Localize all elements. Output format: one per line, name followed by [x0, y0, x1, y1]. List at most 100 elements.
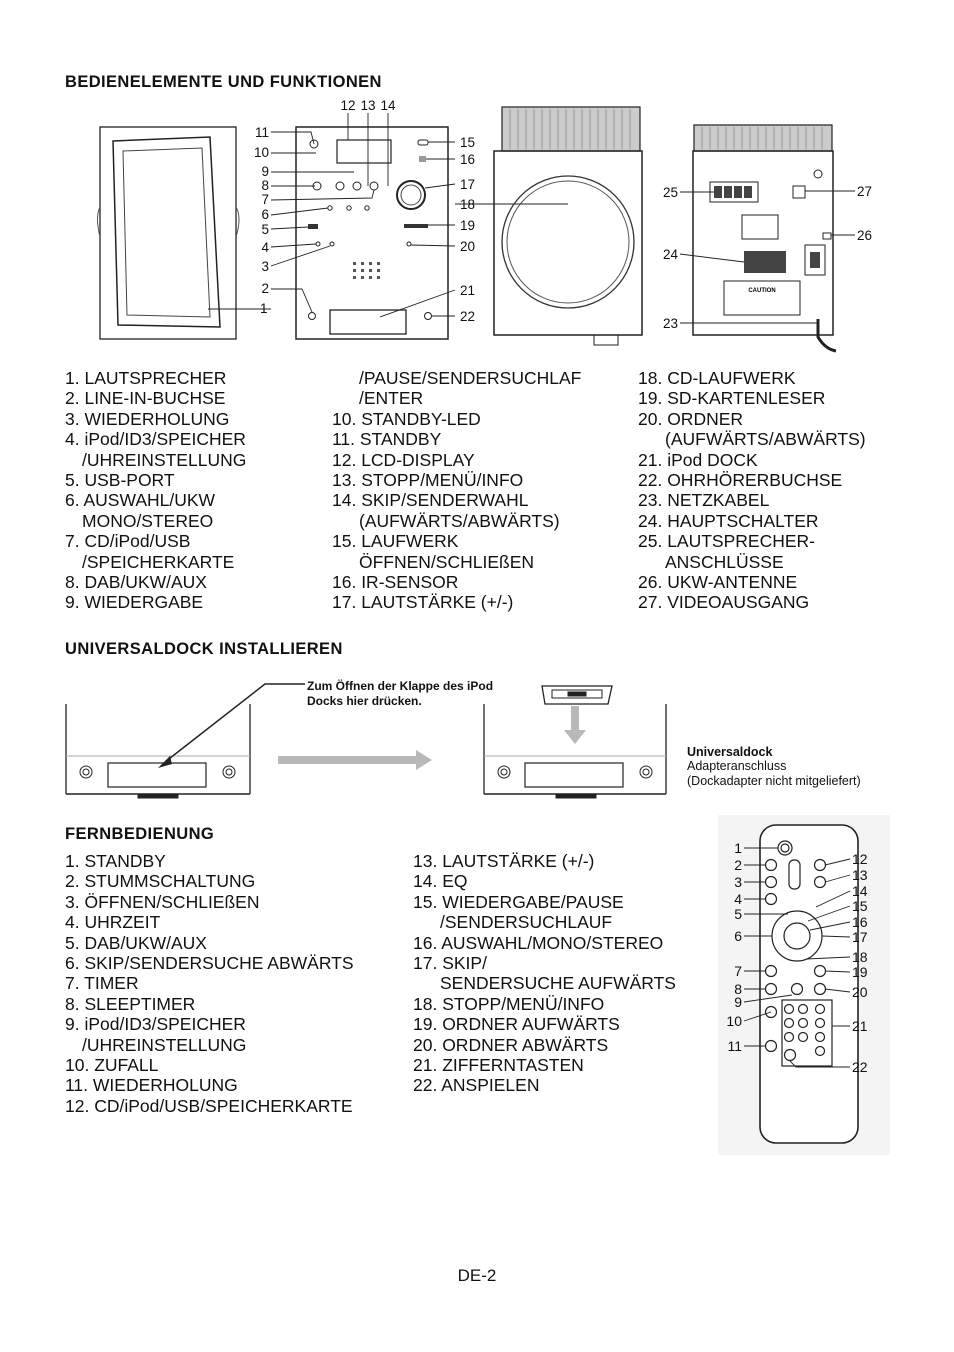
list-item: 17. SKIP/: [413, 953, 487, 974]
section-title-dock: UNIVERSALDOCK INSTALLIEREN: [65, 640, 343, 658]
label-26: 26: [857, 228, 872, 243]
list-item: 3. WIEDERHOLUNG: [65, 408, 230, 429]
list-item: 7. CD/iPod/USB: [65, 531, 191, 552]
list-item: /UHREINSTELLUNG: [82, 1034, 247, 1055]
list-item: 6. SKIP/SENDERSUCHE ABWÄRTS: [65, 953, 354, 974]
remote-label-16: 16: [852, 914, 868, 930]
list-item: 5. USB-PORT: [65, 470, 175, 491]
remote-label-6: 6: [734, 928, 742, 944]
list-item: 1. LAUTSPRECHER: [65, 368, 227, 388]
list-item: 19. SD-KARTENLESER: [638, 388, 826, 409]
list-item: SENDERSUCHE AUFWÄRTS: [440, 973, 676, 994]
transition-arrow-icon: [278, 750, 432, 770]
page-number: DE-2: [457, 1266, 497, 1285]
list-item: /SPEICHERKARTE: [82, 551, 235, 572]
rear-panel-warning: CAUTION: [748, 288, 775, 294]
label-15: 15: [460, 135, 475, 150]
list-item: 21. ZIFFERNTASTEN: [413, 1055, 584, 1076]
section-title-remote: FERNBEDIENUNG: [65, 825, 215, 843]
list-item: 17. LAUTSTÄRKE (+/-): [332, 592, 514, 613]
list-item: 23. NETZKABEL: [638, 490, 770, 511]
insert-down-arrow-icon: [564, 706, 586, 744]
list-item: 25. LAUTSPRECHER-: [638, 531, 815, 552]
remote-label-13: 13: [852, 867, 868, 883]
list-item: /SENDERSUCHLAUF: [440, 912, 613, 933]
label-14: 14: [380, 98, 396, 113]
list-item: 19. ORDNER AUFWÄRTS: [413, 1014, 620, 1035]
remote-label-3: 3: [734, 874, 742, 890]
list-item: 14. EQ: [413, 871, 468, 892]
remote-label-7: 7: [734, 963, 742, 979]
dock-label-line1: Adapteranschluss: [687, 759, 787, 773]
label-23: 23: [663, 316, 678, 331]
list-item: /ENTER: [359, 388, 424, 409]
label-2: 2: [261, 281, 269, 296]
label-20: 20: [460, 239, 475, 254]
list-item: 8. SLEEPTIMER: [65, 993, 196, 1014]
remote-buttons: [764, 840, 833, 1067]
dock-press-note: Zum Öffnen der Klappe des iPod Docks hie…: [307, 679, 494, 708]
label-12: 12: [340, 98, 355, 113]
list-item: ÖFFNEN/SCHLIEßEN: [359, 551, 535, 572]
section-title-controls: BEDIENELEMENTE UND FUNKTIONEN: [65, 73, 382, 91]
remote-label-1: 1: [734, 840, 742, 856]
remote-list-col1: 1. STANDBY 2. STUMMSCHALTUNG 3. ÖFFNEN/S…: [65, 851, 354, 1116]
remote-list-col2: 13. LAUTSTÄRKE (+/-) 14. EQ 15. WIEDERGA…: [413, 851, 676, 1096]
list-item: 14. SKIP/SENDERWAHL: [332, 490, 529, 511]
list-item: 3. ÖFFNEN/SCHLIEßEN: [65, 891, 260, 912]
controls-list-col2: /PAUSE/SENDERSUCHLAF /ENTER 10. STANDBY-…: [332, 368, 581, 613]
label-16: 16: [460, 152, 475, 167]
list-item: 21. iPod DOCK: [638, 449, 758, 470]
list-item: (AUFWÄRTS/ABWÄRTS): [359, 510, 560, 531]
remote-label-11: 11: [727, 1038, 742, 1054]
remote-label-5: 5: [734, 906, 742, 922]
list-item: 6. AUSWAHL/UKW: [65, 490, 216, 511]
remote-label-12: 12: [852, 851, 868, 867]
list-item: 18. CD-LAUFWERK: [638, 368, 796, 388]
remote-label-10: 10: [726, 1013, 742, 1029]
list-item: /PAUSE/SENDERSUCHLAF: [359, 368, 582, 388]
side-unit-drawing: [493, 106, 643, 346]
list-item: 22. OHRHÖRERBUCHSE: [638, 470, 843, 491]
list-item: 15. WIEDERGABE/PAUSE: [413, 891, 624, 912]
list-item: 27. VIDEOAUSGANG: [638, 592, 810, 613]
list-item: 15. LAUFWERK: [332, 531, 459, 552]
label-19: 19: [460, 218, 475, 233]
list-item: 20. ORDNER ABWÄRTS: [413, 1034, 609, 1055]
device-diagram: CAUTION 12 13 14 11 10: [90, 97, 890, 364]
list-item: 1. STANDBY: [65, 851, 166, 871]
callout-lines: [208, 113, 855, 324]
list-item: 11. WIEDERHOLUNG: [65, 1075, 238, 1096]
label-10: 10: [254, 145, 269, 160]
list-item: 9. iPod/ID3/SPEICHER: [65, 1014, 246, 1035]
remote-label-4: 4: [734, 891, 742, 907]
label-25: 25: [663, 185, 678, 200]
remote-label-21: 21: [852, 1018, 868, 1034]
remote-diagram: 1 2 3 4 5 6 7 8 9 10 11 12 13 14 15 16 1…: [718, 815, 890, 1160]
list-item: /UHREINSTELLUNG: [82, 449, 247, 470]
remote-svg: 1 2 3 4 5 6 7 8 9 10 11 12 13 14 15 16 1…: [718, 815, 890, 1155]
label-7: 7: [261, 192, 269, 207]
list-item: 16. IR-SENSOR: [332, 572, 459, 593]
list-item: 24. HAUPTSCHALTER: [638, 510, 819, 531]
list-item: 7. TIMER: [65, 973, 139, 994]
list-item: 20. ORDNER: [638, 408, 744, 429]
label-27: 27: [857, 184, 872, 199]
list-item: 4. UHRZEIT: [65, 912, 161, 933]
list-item: 4. iPod/ID3/SPEICHER: [65, 429, 246, 450]
list-item: 26. UKW-ANTENNE: [638, 572, 798, 593]
device-svg: CAUTION 12 13 14 11 10: [90, 97, 890, 359]
label-18: 18: [460, 197, 475, 212]
list-item: 5. DAB/UKW/AUX: [65, 932, 207, 953]
remote-label-19: 19: [852, 964, 868, 980]
list-item: 2. STUMMSCHALTUNG: [65, 871, 256, 892]
remote-label-2: 2: [734, 857, 742, 873]
list-item: 18. STOPP/MENÜ/INFO: [413, 993, 605, 1014]
label-5: 5: [261, 222, 269, 237]
label-22: 22: [460, 309, 475, 324]
press-pointer-arrow: [158, 683, 305, 768]
dock-svg: [65, 683, 667, 799]
dock-diagram: [60, 674, 680, 809]
list-item: (AUFWÄRTS/ABWÄRTS): [665, 429, 866, 450]
speaker-drawing: [97, 126, 240, 340]
